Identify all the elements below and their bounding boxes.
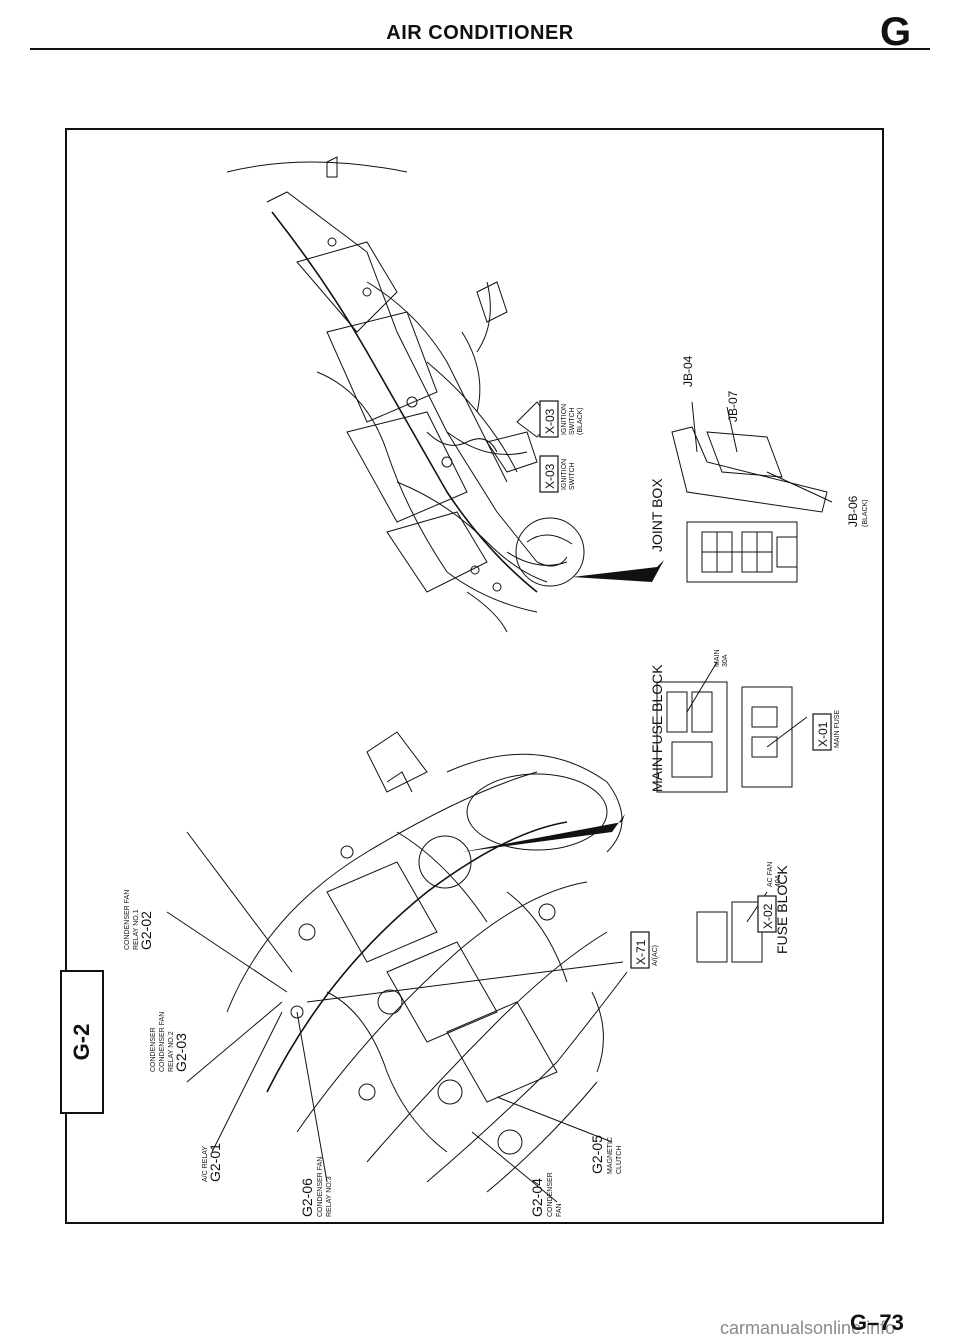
x03-bottom-desc2: SWITCH xyxy=(569,462,576,490)
x03-bottom-desc1: IGNITION xyxy=(561,459,568,490)
engine-compartment-drawing xyxy=(226,731,628,1193)
svg-text:JB-06: JB-06 xyxy=(846,495,860,527)
wiring-location-diagram: X-03 IGNITION SWITCH (BLACK) X-03 IGNITI… xyxy=(124,156,869,1217)
watermark: carmanualsonline.info xyxy=(720,1318,896,1338)
main-30a-label: MAIN 30A xyxy=(714,650,729,668)
x71-label: X-71 A/(AC) xyxy=(630,931,659,969)
svg-text:CONDENSER FAN: CONDENSER FAN xyxy=(317,1157,324,1217)
section-tab: G-2 xyxy=(60,970,104,1114)
svg-text:CONDENSER FAN: CONDENSER FAN xyxy=(124,890,131,950)
jb07-label: JB-07 xyxy=(726,390,740,422)
x02-label: X-02 xyxy=(757,895,777,933)
svg-text:CONDENSER: CONDENSER xyxy=(150,1027,157,1072)
g206-label: G2-06 CONDENSER FAN RELAY NO.3 xyxy=(299,1157,333,1217)
leader-lines xyxy=(166,831,624,1203)
svg-text:30A: 30A xyxy=(722,654,729,667)
x03-top-desc2: SWITCH xyxy=(569,407,576,435)
page-number: G–73 xyxy=(850,1310,904,1335)
svg-text:G2-01: G2-01 xyxy=(207,1143,223,1182)
svg-text:MAIN FUSE BLOCK: MAIN FUSE BLOCK xyxy=(649,664,665,792)
svg-text:X-01: X-01 xyxy=(816,721,830,747)
svg-text:G2-05: G2-05 xyxy=(589,1135,605,1174)
g205-label: G2-05 MAGNETIC CLUTCH xyxy=(589,1135,623,1174)
x01-label: X-01 MAIN FUSE xyxy=(812,710,841,751)
ac-fan-40a-label: AC FAN 40A xyxy=(767,862,782,887)
fuse-block-drawing xyxy=(696,891,768,963)
svg-text:CONDENSER FAN: CONDENSER FAN xyxy=(159,1012,166,1072)
g201-label: A/C RELAY G2-01 xyxy=(202,1143,223,1182)
svg-text:A/(AC): A/(AC) xyxy=(652,945,659,966)
svg-text:G2-03: G2-03 xyxy=(173,1033,189,1072)
svg-text:JB-07: JB-07 xyxy=(726,390,740,422)
main-fuse-block-drawing xyxy=(656,661,808,793)
svg-text:X-71: X-71 xyxy=(634,939,648,965)
x03-top-label: X-03 IGNITION SWITCH (BLACK) xyxy=(539,400,584,438)
diagram-frame xyxy=(65,128,884,1224)
svg-text:JOINT BOX: JOINT BOX xyxy=(649,478,665,552)
svg-text:X-02: X-02 xyxy=(761,903,775,929)
svg-text:G2-04: G2-04 xyxy=(529,1178,545,1217)
page-title: AIR CONDITIONER xyxy=(386,22,574,44)
svg-text:RELAY NO.3: RELAY NO.3 xyxy=(326,1176,333,1217)
x03-top-desc1: IGNITION xyxy=(561,404,568,435)
svg-text:CLUTCH: CLUTCH xyxy=(616,1146,623,1174)
svg-text:RELAY NO.1: RELAY NO.1 xyxy=(133,909,140,950)
section-tab-label: G-2 xyxy=(69,1023,94,1061)
jb06-label: JB-06 (BLACK) xyxy=(846,495,869,527)
header-rule xyxy=(30,48,930,50)
x03-top-desc3: (BLACK) xyxy=(577,407,584,435)
svg-text:CONDENSER: CONDENSER xyxy=(547,1172,554,1217)
g204-label: G2-04 CONDENSER FAN xyxy=(529,1172,563,1217)
svg-text:FAN: FAN xyxy=(556,1203,563,1217)
svg-text:AC FAN: AC FAN xyxy=(767,862,774,887)
jb04-label: JB-04 xyxy=(681,355,695,387)
svg-text:G2-06: G2-06 xyxy=(299,1178,315,1217)
svg-text:RELAY NO.2: RELAY NO.2 xyxy=(168,1031,175,1072)
joint-box-drawing xyxy=(671,401,833,583)
svg-text:A/C RELAY: A/C RELAY xyxy=(202,1146,209,1182)
dashboard-harness-drawing xyxy=(226,156,664,633)
svg-text:(BLACK): (BLACK) xyxy=(862,499,869,527)
fuse-block-label: FUSE BLOCK xyxy=(774,865,790,954)
svg-text:G2-02: G2-02 xyxy=(138,911,154,950)
x03-top-code: X-03 xyxy=(543,408,557,434)
g202-label: CONDENSER FAN RELAY NO.1 G2-02 xyxy=(124,890,154,950)
svg-text:FUSE BLOCK: FUSE BLOCK xyxy=(774,865,790,954)
section-letter: G xyxy=(880,10,912,54)
svg-text:MAGNETIC: MAGNETIC xyxy=(607,1137,614,1174)
g203-label: CONDENSER CONDENSER FAN RELAY NO.2 G2-03 xyxy=(150,1012,189,1072)
joint-box-label: JOINT BOX xyxy=(649,478,665,552)
x03-bottom-label: X-03 IGNITION SWITCH xyxy=(539,455,576,493)
main-fuse-block-label: MAIN FUSE BLOCK xyxy=(649,664,665,792)
svg-text:MAIN: MAIN xyxy=(714,650,721,668)
x03-bottom-code: X-03 xyxy=(543,463,557,489)
svg-text:MAIN FUSE: MAIN FUSE xyxy=(834,710,841,748)
svg-text:JB-04: JB-04 xyxy=(681,355,695,387)
svg-text:40A: 40A xyxy=(775,874,782,887)
